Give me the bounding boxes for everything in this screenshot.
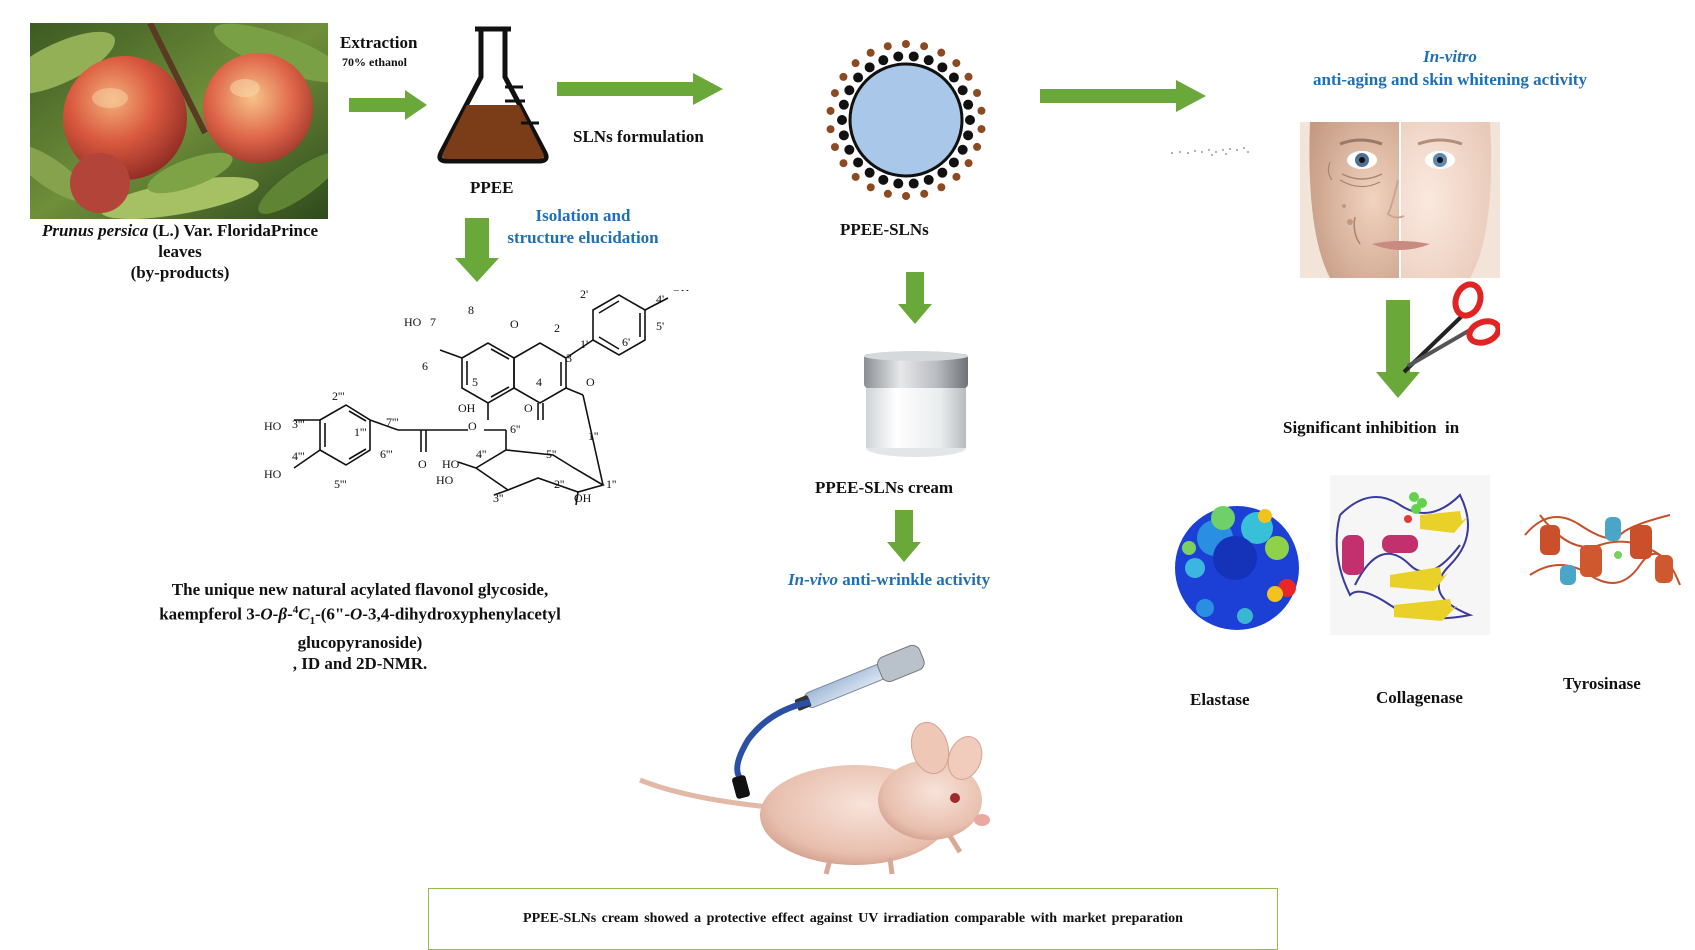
isolation-label: Isolation and structure elucidation (507, 206, 659, 247)
svg-text:2''': 2''' (332, 389, 345, 403)
extraction-label: Extraction (340, 33, 418, 52)
svg-text:O: O (524, 401, 533, 415)
arrow-invivo (887, 510, 921, 564)
svg-text:5''': 5''' (334, 477, 347, 491)
svg-text:2': 2' (580, 290, 588, 301)
svg-text:O: O (468, 419, 477, 433)
enzyme-label-collagenase: Collagenase (1376, 688, 1463, 707)
svg-text:O: O (418, 457, 427, 471)
svg-text:8: 8 (468, 303, 474, 317)
extract-label: PPEE (470, 178, 514, 197)
extraction-solvent: 70% ethanol (342, 55, 408, 69)
enzyme-label-tyrosinase: Tyrosinase (1563, 674, 1641, 693)
svg-text:6': 6' (622, 335, 630, 349)
collagenase-structure-image (1330, 475, 1490, 635)
hairless-mouse-uv-photo (630, 630, 1050, 880)
svg-text:5': 5' (656, 319, 664, 333)
svg-text:7: 7 (430, 315, 436, 329)
arrow-extraction (349, 90, 429, 120)
formulation-label: SLNs formulation (573, 127, 704, 146)
compound-caption: The unique new natural acylated flavonol… (159, 580, 561, 674)
svg-text:OH: OH (574, 491, 592, 505)
arrow-cream (898, 272, 932, 326)
invitro-title: In-vitro anti-aging and skin whitening a… (1313, 47, 1587, 89)
arrow-formulation (557, 73, 727, 105)
svg-text:3'': 3'' (493, 491, 503, 505)
svg-text:2: 2 (554, 321, 560, 335)
svg-text:O: O (510, 317, 519, 331)
svg-text:6'': 6'' (510, 422, 520, 436)
enzyme-label-elastase: Elastase (1190, 690, 1250, 709)
svg-text:6''': 6''' (380, 447, 393, 461)
svg-text:4'': 4'' (476, 447, 486, 461)
svg-text:HO: HO (264, 419, 282, 433)
arrow-isolation (455, 218, 499, 284)
svg-text:2'': 2'' (554, 477, 564, 491)
svg-text:O: O (586, 375, 595, 389)
svg-text:HO: HO (404, 315, 422, 329)
svg-text:5: 5 (472, 375, 478, 389)
arrow-invitro (1040, 80, 1210, 112)
extract-flask-icon (433, 25, 553, 165)
svg-text:3''': 3''' (292, 417, 305, 431)
svg-text:HO: HO (436, 473, 454, 487)
speckle-decoration (1168, 144, 1252, 158)
svg-text:3: 3 (566, 351, 572, 365)
tyrosinase-structure-image (1520, 495, 1685, 605)
conclusion-box: PPEE-SLNs cream showed a protective effe… (428, 888, 1278, 950)
elastase-structure-image (1165, 488, 1310, 640)
face-before-after-photo (1300, 122, 1500, 278)
scissors-icon (1400, 278, 1500, 376)
svg-text:4': 4' (656, 292, 664, 306)
svg-text:1''': 1''' (354, 425, 367, 439)
source-caption: Prunus persica (L.) Var. FloridaPrince l… (41, 221, 319, 282)
invivo-label: In-vivo anti-wrinkle activity (788, 570, 991, 589)
svg-text:OH: OH (672, 290, 690, 294)
cream-label: PPEE-SLNs cream (815, 478, 954, 497)
svg-text:1'': 1'' (606, 477, 616, 491)
svg-text:HO: HO (264, 467, 282, 481)
svg-text:1'': 1'' (588, 429, 598, 443)
svg-text:6: 6 (422, 359, 428, 373)
arrow-inhibition (1376, 300, 1420, 400)
sln-label: PPEE-SLNs (840, 220, 929, 239)
svg-text:5'': 5'' (546, 447, 556, 461)
svg-text:7''': 7''' (386, 415, 399, 429)
svg-text:4: 4 (536, 375, 542, 389)
svg-text:HO: HO (442, 457, 460, 471)
peach-leaves-photo (30, 23, 328, 219)
svg-text:1': 1' (580, 337, 588, 351)
cream-jar-icon (860, 350, 972, 460)
inhibition-label: Significant inhibition in (1283, 418, 1460, 437)
sln-particle-icon (823, 37, 989, 203)
chemical-structure: HO 7 8 O 2 3 4 5 6 O OH 1' 2' 3' 4' OH 5… (258, 290, 778, 570)
svg-text:4''': 4''' (292, 449, 305, 463)
svg-text:OH: OH (458, 401, 476, 415)
